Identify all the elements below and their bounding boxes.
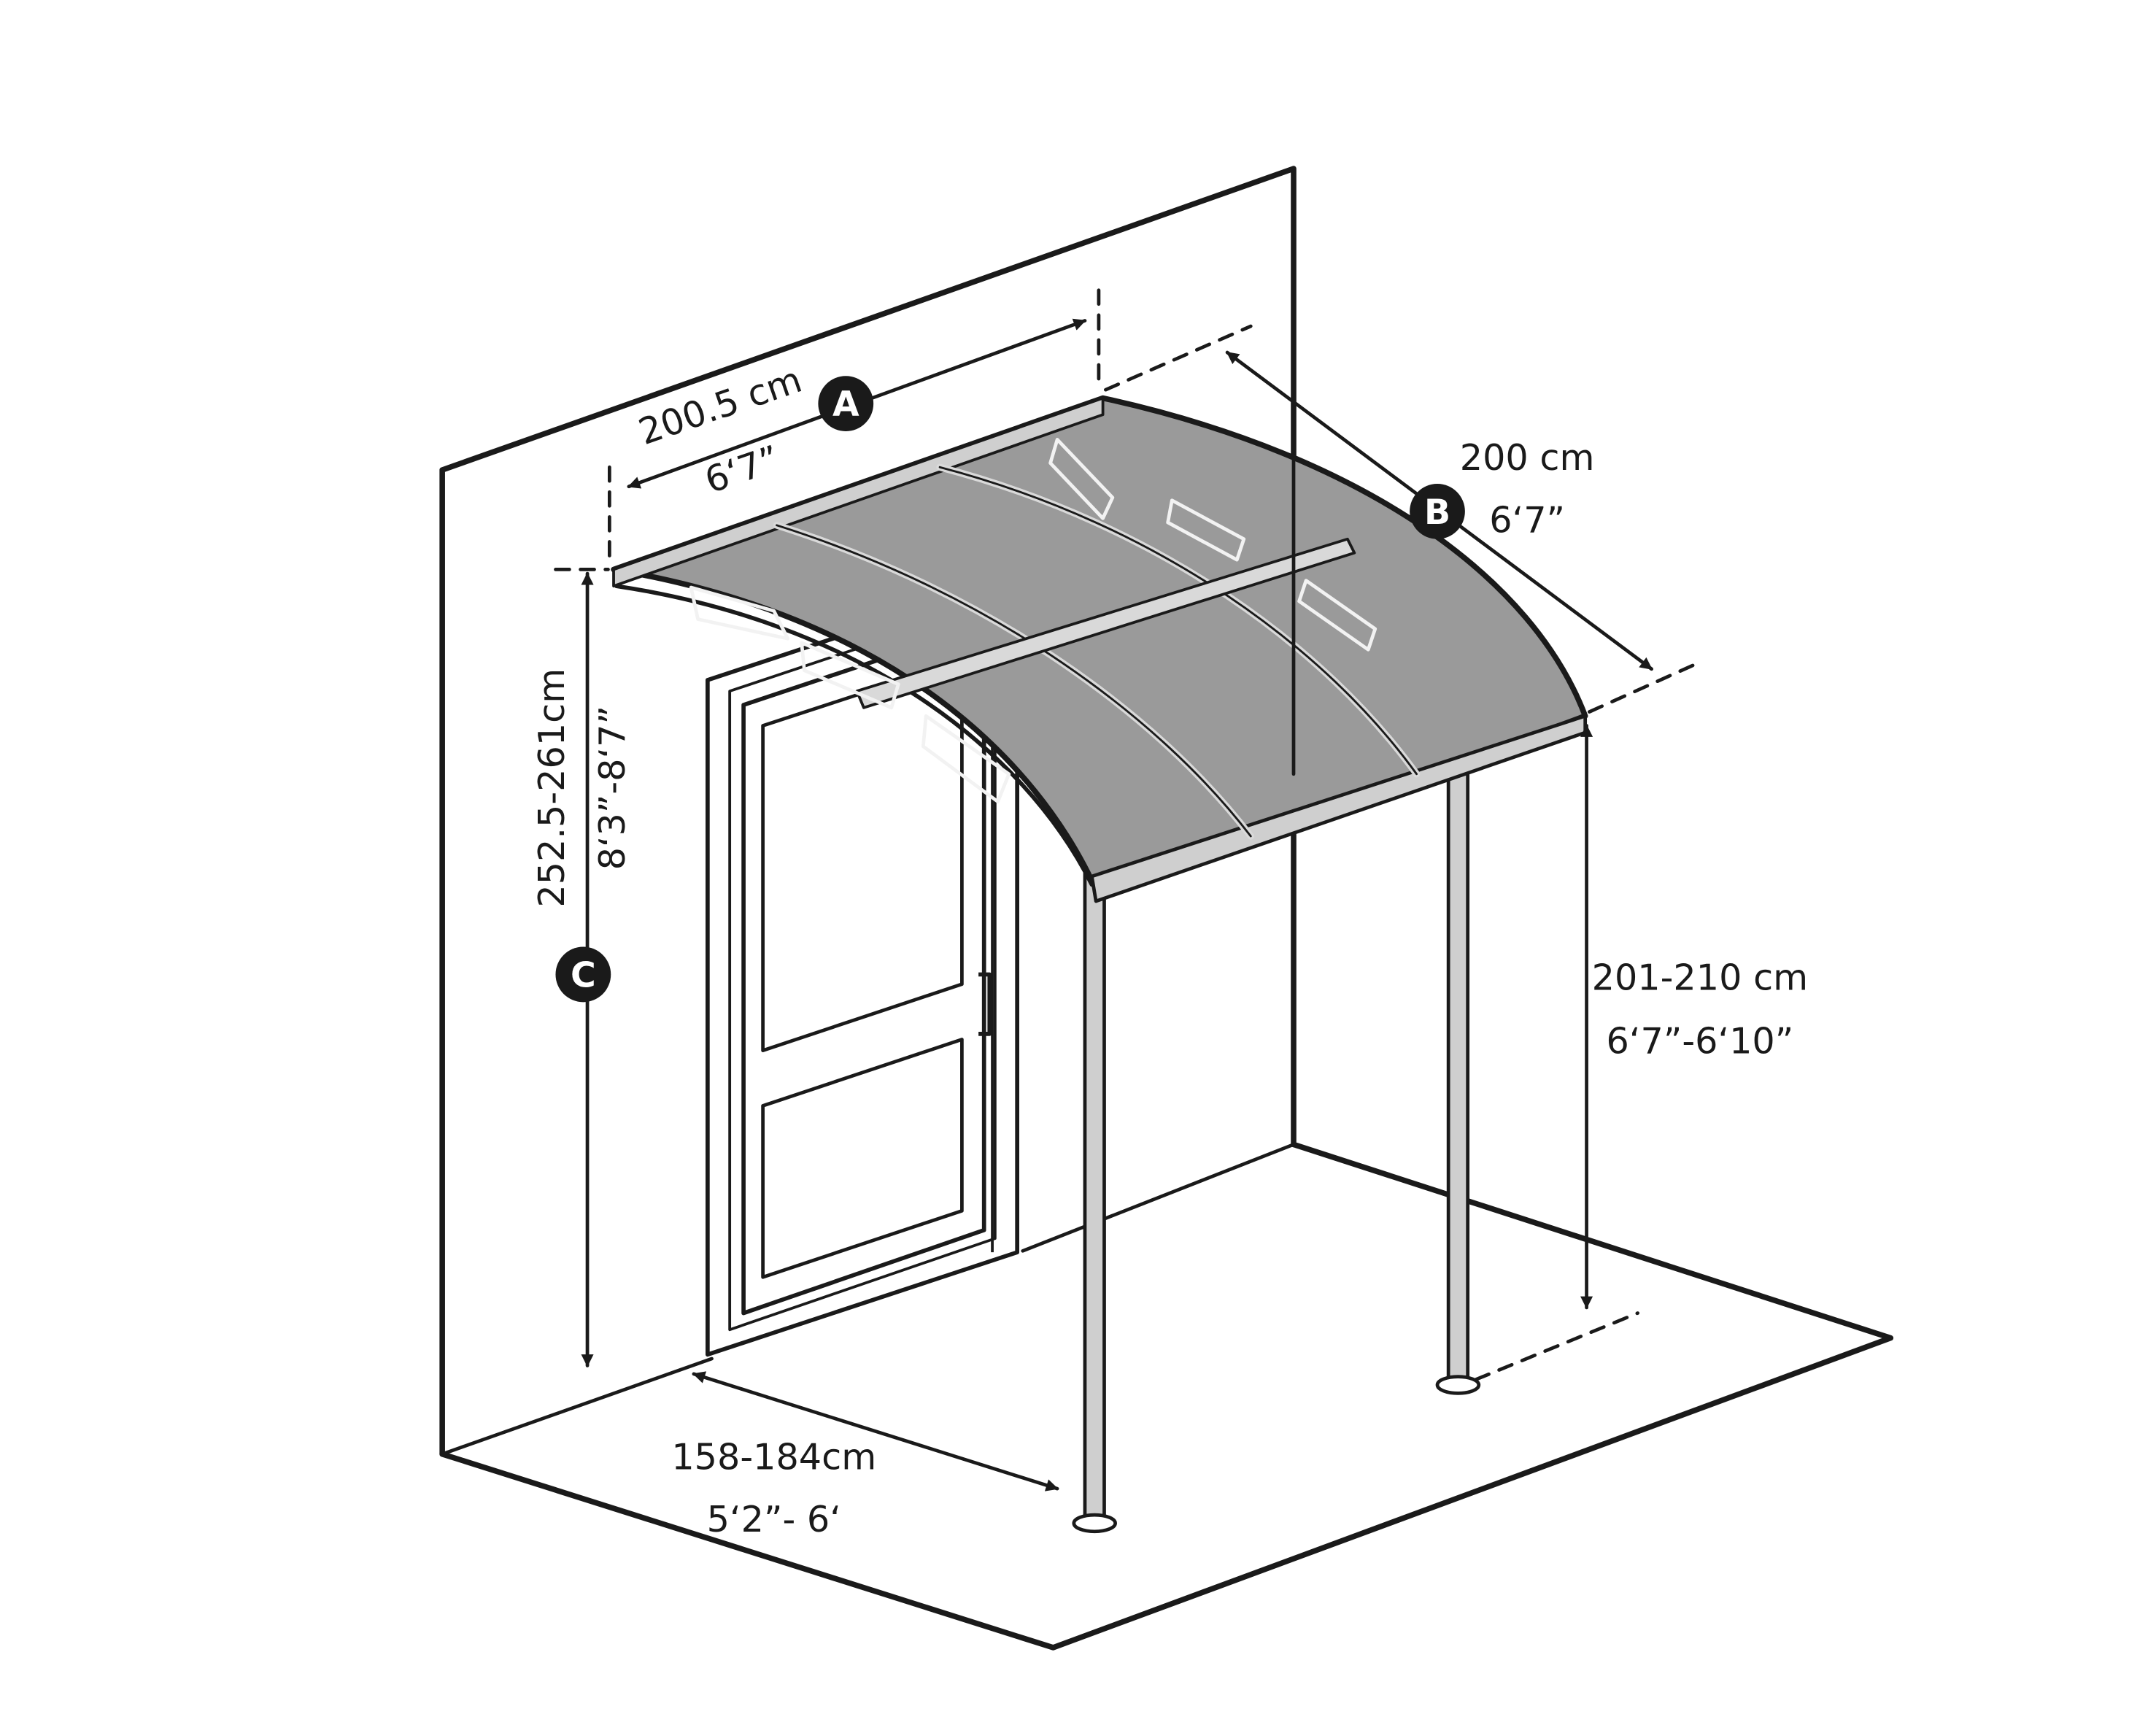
floor-wall-edge [440, 1357, 714, 1456]
badge-b-label: B [1424, 493, 1450, 533]
badge-c: C [555, 946, 611, 1003]
dim-c-metric-label: 252.5-261cm [530, 668, 573, 908]
dim-post-spacing-imperial-label: 5‘2”- 6‘ [707, 1498, 841, 1540]
door-handle [978, 972, 992, 1036]
floor-wall-edge-right [1021, 1143, 1296, 1253]
badge-c-circle [555, 946, 611, 1003]
front-right-post-base [1435, 1375, 1481, 1395]
badge-a-circle [818, 376, 874, 431]
dim-c-imperial-label: 8‘3”-8‘7” [591, 706, 633, 870]
dim-post-height-imperial-label: 6‘7”-6‘10” [1607, 1019, 1794, 1062]
front-left-post [1083, 844, 1106, 1523]
dim-b-metric-label: 200 cm [1460, 436, 1595, 479]
dim-post-spacing-arrow [692, 1371, 1059, 1491]
door-lower-panel [761, 1038, 964, 1279]
dim-b-extension-top [1104, 324, 1253, 392]
front-left-post-base [1072, 1513, 1118, 1534]
wall-and-floor [439, 166, 1894, 1651]
dim-b-extension-bottom [1587, 661, 1699, 714]
dim-post-height-metric-label: 201-210 cm [1592, 956, 1809, 998]
dim-post-spacing-metric-label: 158-184cm [671, 1436, 876, 1478]
front-right-post [1446, 700, 1470, 1384]
badge-b-circle [1410, 483, 1465, 539]
badge-a: A [818, 376, 874, 431]
roof-bracket-window-1 [689, 585, 790, 641]
roof-bracket-window-2 [800, 641, 900, 710]
dim-a-imperial-label: 6‘7” [700, 437, 785, 502]
badge-c-label: C [571, 955, 596, 995]
roof-bracket-window-3 [921, 714, 1011, 804]
dim-post-height-extension [1474, 1311, 1640, 1381]
floor-outline [439, 1141, 1894, 1651]
badge-b: B [1410, 483, 1465, 539]
door [706, 575, 1019, 1357]
roof-side-curve [614, 584, 1094, 887]
posts [1072, 700, 1481, 1534]
badge-a-label: A [832, 385, 859, 425]
roof-rib-1-outline [776, 524, 1252, 838]
dim-b-imperial-label: 6‘7” [1489, 498, 1565, 541]
